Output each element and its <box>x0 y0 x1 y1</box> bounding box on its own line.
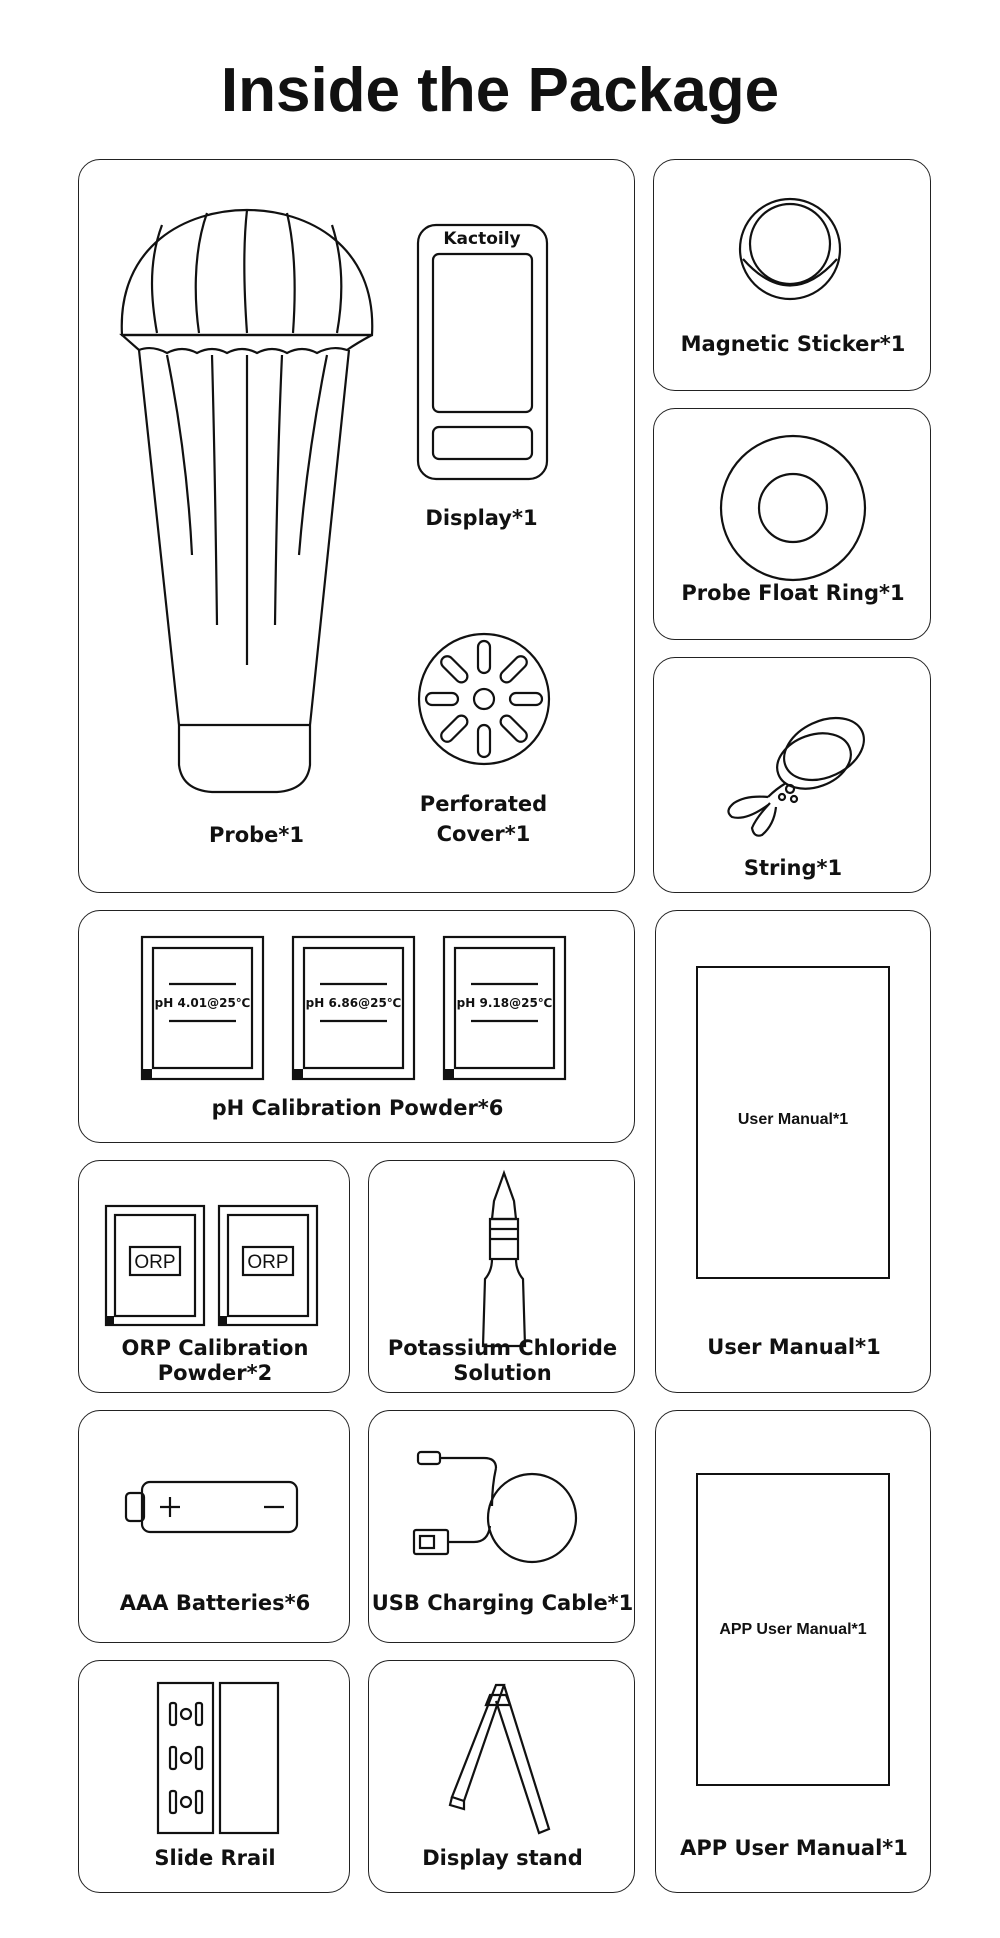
ph-sachet-3: pH 9.18@25℃ <box>442 935 567 1081</box>
probe-float-ring-label: Probe Float Ring*1 <box>681 581 905 605</box>
app-manual-cover-text: APP User Manual*1 <box>719 1621 867 1638</box>
kcl-solution-label-line2: Solution <box>453 1361 552 1385</box>
orp-powder-card: ORP ORP ORP Calibration Powder*2 <box>78 1160 350 1393</box>
perforated-cover-illustration <box>417 632 551 766</box>
string-card: String*1 <box>653 657 931 893</box>
svg-text:pH 6.86@25℃: pH 6.86@25℃ <box>306 996 402 1010</box>
probe-float-ring-card: Probe Float Ring*1 <box>653 408 931 640</box>
magnetic-sticker-card: Magnetic Sticker*1 <box>653 159 931 391</box>
orp-sachet-2: ORP <box>217 1204 319 1327</box>
kcl-solution-label-line1: Potassium Chloride <box>387 1336 618 1360</box>
probe-illustration <box>119 208 374 794</box>
svg-text:pH 9.18@25℃: pH 9.18@25℃ <box>457 996 553 1010</box>
svg-text:pH 4.01@25℃: pH 4.01@25℃ <box>155 996 251 1010</box>
slide-rail-illustration <box>156 1681 280 1835</box>
magnetic-sticker-label: Magnetic Sticker*1 <box>680 332 906 356</box>
string-illustration <box>727 716 865 837</box>
ph-sachet-1: pH 4.01@25℃ <box>140 935 265 1081</box>
app-manual-cover <box>696 1473 890 1786</box>
probe-float-ring-illustration <box>719 434 867 582</box>
user-manual-cover-text: User Manual*1 <box>737 1111 849 1128</box>
battery-illustration <box>124 1480 299 1534</box>
usb-cable-illustration <box>412 1450 578 1564</box>
orp-powder-label-line2: Powder*2 <box>157 1361 273 1385</box>
app-manual-card: APP User Manual*1 APP User Manual*1 <box>655 1410 931 1893</box>
orp-sachet-1: ORP <box>104 1204 206 1327</box>
svg-text:ORP: ORP <box>134 1252 175 1273</box>
usb-cable-label: USB Charging Cable*1 <box>371 1591 634 1615</box>
slide-rail-label: Slide Rrail <box>154 1846 276 1870</box>
probe-display-card: Probe*1 Kactoily Display*1 Perforated Co… <box>78 159 635 893</box>
user-manual-cover <box>696 966 890 1279</box>
perforated-cover-label-line2: Cover*1 <box>436 822 531 846</box>
batteries-card: AAA Batteries*6 <box>78 1410 350 1643</box>
display-stand-illustration <box>448 1683 551 1835</box>
slide-rail-card: Slide Rrail <box>78 1660 350 1893</box>
user-manual-card: User Manual*1 User Manual*1 <box>655 910 931 1393</box>
display-illustration: Kactoily <box>416 223 549 481</box>
app-manual-label: APP User Manual*1 <box>680 1836 908 1860</box>
page-title: Inside the Package <box>220 56 780 125</box>
ph-powder-label: pH Calibration Powder*6 <box>211 1096 504 1120</box>
display-brand-text: Kactoily <box>443 229 520 249</box>
orp-powder-label-line1: ORP Calibration <box>121 1336 309 1360</box>
svg-text:ORP: ORP <box>247 1252 288 1273</box>
display-label: Display*1 <box>425 506 538 530</box>
batteries-label: AAA Batteries*6 <box>119 1591 311 1615</box>
usb-cable-card: USB Charging Cable*1 <box>368 1410 635 1643</box>
ph-sachet-2: pH 6.86@25℃ <box>291 935 416 1081</box>
display-stand-card: Display stand <box>368 1660 635 1893</box>
string-label: String*1 <box>743 856 843 880</box>
perforated-cover-label-line1: Perforated <box>419 792 548 816</box>
probe-label: Probe*1 <box>208 823 305 847</box>
kcl-solution-card: Potassium Chloride Solution <box>368 1160 635 1393</box>
display-stand-label: Display stand <box>422 1846 583 1870</box>
dropper-bottle-illustration <box>481 1169 527 1348</box>
magnetic-sticker-illustration <box>738 197 842 301</box>
ph-powder-card: pH 4.01@25℃ pH 6.86@25℃ pH 9.18@25℃ pH C… <box>78 910 635 1143</box>
user-manual-label: User Manual*1 <box>707 1335 881 1359</box>
